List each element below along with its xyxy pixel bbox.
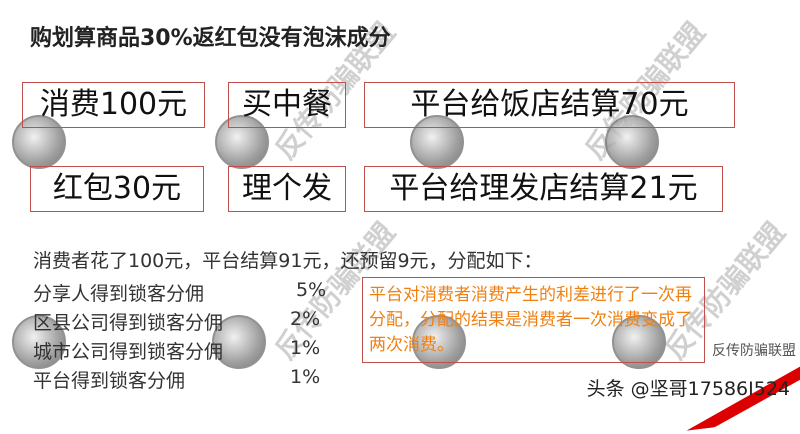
- watermark-logo-icon: [12, 115, 66, 169]
- watermark-logo-icon: [212, 315, 266, 369]
- dist-label: 区县公司得到锁客分佣: [33, 312, 224, 334]
- watermark-logo-icon: [605, 115, 659, 169]
- dist-label: 分享人得到锁客分佣: [33, 283, 205, 305]
- dist-label: 城市公司得到锁客分佣: [33, 341, 224, 363]
- dist-pct: 1%: [290, 366, 321, 388]
- box-restaurant-settlement: 平台给饭店结算70元: [364, 82, 735, 128]
- footer-credit: 头条 @坚哥17586I524: [586, 378, 790, 400]
- page-title: 购划算商品30%返红包没有泡沫成分: [30, 26, 391, 51]
- dist-pct: 1%: [290, 337, 321, 359]
- dist-pct: 5%: [296, 279, 327, 301]
- box-barber-settlement: 平台给理发店结算21元: [364, 166, 723, 212]
- watermark-logo-icon: [412, 315, 466, 369]
- note-box: 平台对消费者消费产生的利差进行了一次再分配，分配的结果是消费者一次消费变成了两次…: [362, 277, 705, 363]
- brand-watermark: 反传防骗联盟: [712, 343, 796, 359]
- box-lunch: 买中餐: [228, 82, 346, 128]
- watermark-logo-icon: [612, 315, 666, 369]
- dist-pct: 2%: [290, 308, 321, 330]
- dist-label: 平台得到锁客分佣: [33, 370, 186, 392]
- box-red-packet: 红包30元: [30, 166, 204, 212]
- watermark-logo-icon: [215, 115, 269, 169]
- box-haircut: 理个发: [228, 166, 346, 212]
- watermark-logo-icon: [410, 115, 464, 169]
- watermark-logo-icon: [12, 315, 66, 369]
- summary-text: 消费者花了100元，平台结算91元，还预留9元，分配如下：: [33, 250, 543, 272]
- box-consume: 消费100元: [22, 82, 205, 128]
